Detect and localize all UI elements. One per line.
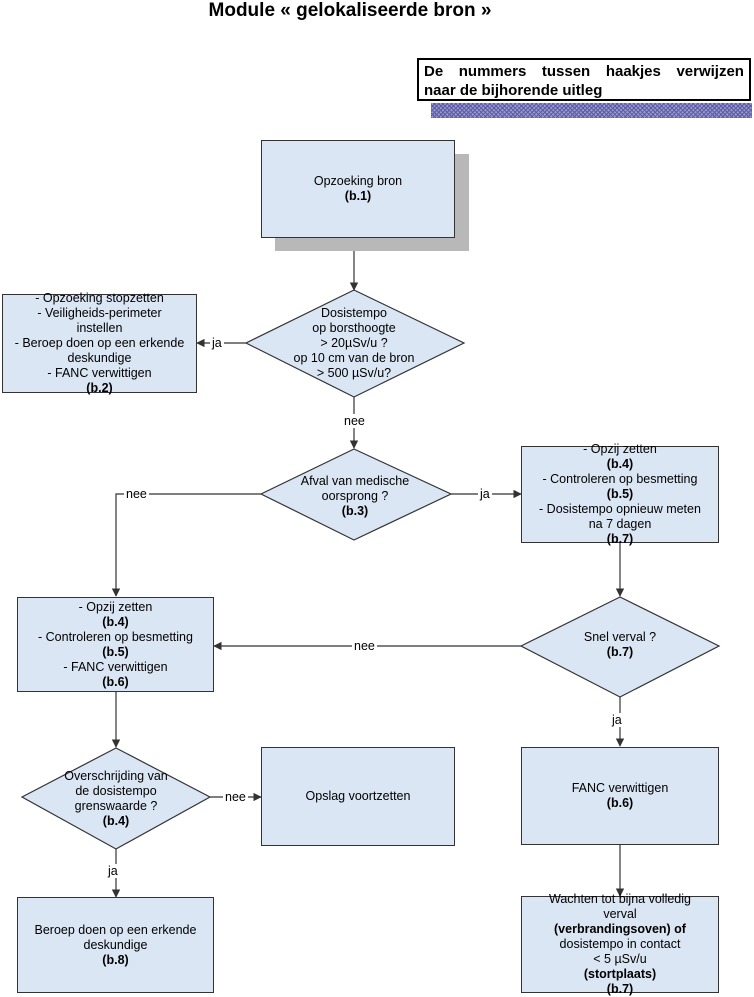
diagram-title: Module « gelokaliseerde bron » [208,0,492,21]
edge-label-ja-fanc: ja [610,713,624,727]
decision-snel-shape [519,596,721,698]
node-beroep-deskundige: Beroep doen op een erkende deskundige (b… [17,897,214,993]
edge-label-nee-snel: nee [352,639,377,653]
edge-label-ja-right: ja [478,487,492,501]
note-word: haakjes [605,63,661,80]
edge-label-ja-beroep: ja [106,864,120,878]
note-word: verwijzen [676,63,744,80]
decision-dosistempo-shape [244,289,466,398]
note-word: De [424,63,444,80]
edge-afval-opzij-left [111,493,261,597]
edge-label-ja-stopzetten: ja [210,336,224,350]
decision-afval-shape [259,448,453,541]
edge-label-nee-opslag: nee [223,790,248,804]
decision-afval-text: Afval van medische oorsprong ? (b.3) [300,473,410,518]
node-stopzetten: - Opzoeking stopzetten - Veiligheids-per… [2,291,197,395]
note-word: nummers [458,63,527,80]
decision-snel-text: Snel verval ? (b.7) [583,630,657,659]
edge-label-nee-left: nee [124,487,149,501]
decision-overschrijding-shape [20,747,212,850]
node-wachten: Wachten tot bijna volledig verval (verbr… [521,892,719,996]
edge-label-nee-afval: nee [342,414,367,428]
legend-note: De nummers tussen haakjes verwijzen naar… [417,58,751,101]
note-word: tussen [541,63,591,80]
decision-dosistempo-text: Dosistempo op borsthoogte > 20µSv/u ? op… [293,305,415,380]
node-opzij-right: - Opzij zetten (b.4) - Controleren op be… [521,442,719,546]
node-fanc-verwittigen: FANC verwittigen (b.6) [521,747,719,845]
note-hatch-decoration [431,103,752,118]
node-opzoeking-bron: Opzoeking bron (b.1) [261,140,455,238]
decision-overschrijding-text: Overschrijding van de dosistempo grenswa… [64,769,168,828]
node-opslag-voortzetten: Opslag voortzetten [261,747,455,846]
note-line-2: naar de bijhorende uitleg [424,82,603,99]
node-opzij-left: - Opzij zetten (b.4) - Controleren op be… [17,597,214,692]
